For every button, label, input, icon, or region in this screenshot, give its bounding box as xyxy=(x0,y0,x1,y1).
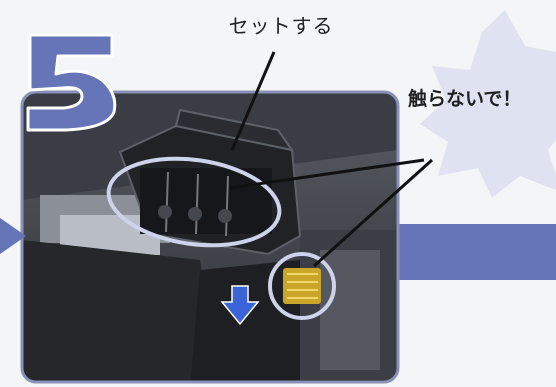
do-not-touch-label: 触らないで！ xyxy=(408,88,522,110)
contacts-highlight-circle xyxy=(268,252,336,320)
warning-leader-line-2 xyxy=(312,158,434,268)
step-number-5 xyxy=(26,33,117,132)
down-arrow-icon xyxy=(220,285,260,326)
connector-bar xyxy=(398,224,556,280)
right-arrow-icon xyxy=(0,218,26,254)
warning-leader-line-1 xyxy=(229,158,425,190)
holder-highlight-ellipse xyxy=(106,156,282,248)
set-leader-line xyxy=(230,51,276,151)
set-callout-label: セットする xyxy=(228,14,334,38)
warning-burst xyxy=(420,10,556,198)
gold-contacts xyxy=(283,268,321,304)
